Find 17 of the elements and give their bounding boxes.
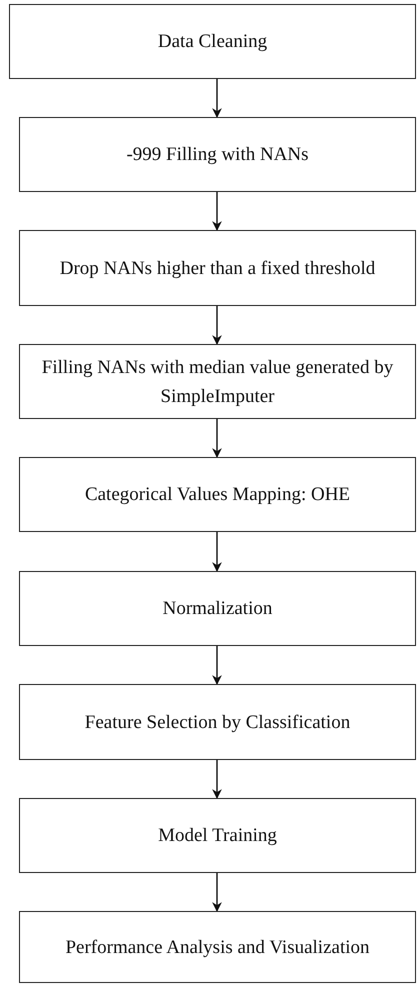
process-box: Model Training	[19, 798, 416, 873]
process-box: Feature Selection by Classification	[19, 684, 416, 760]
arrow	[212, 532, 222, 572]
process-box: Normalization	[19, 571, 416, 646]
process-box: Data Cleaning	[9, 4, 416, 79]
process-box: Performance Analysis and Visualization	[19, 911, 416, 983]
process-box: Categorical Values Mapping: OHE	[19, 457, 416, 532]
arrow	[212, 192, 222, 231]
process-box: -999 Filling with NANs	[19, 117, 416, 192]
arrow	[212, 873, 222, 912]
process-box: Drop NANs higher than a fixed threshold	[19, 230, 416, 306]
process-box: Filling NANs with median value generated by SimpleImputer	[19, 344, 416, 419]
arrow	[212, 760, 222, 799]
arrow	[212, 79, 222, 118]
arrow	[212, 306, 222, 345]
arrow	[212, 419, 222, 458]
arrow	[212, 646, 222, 685]
